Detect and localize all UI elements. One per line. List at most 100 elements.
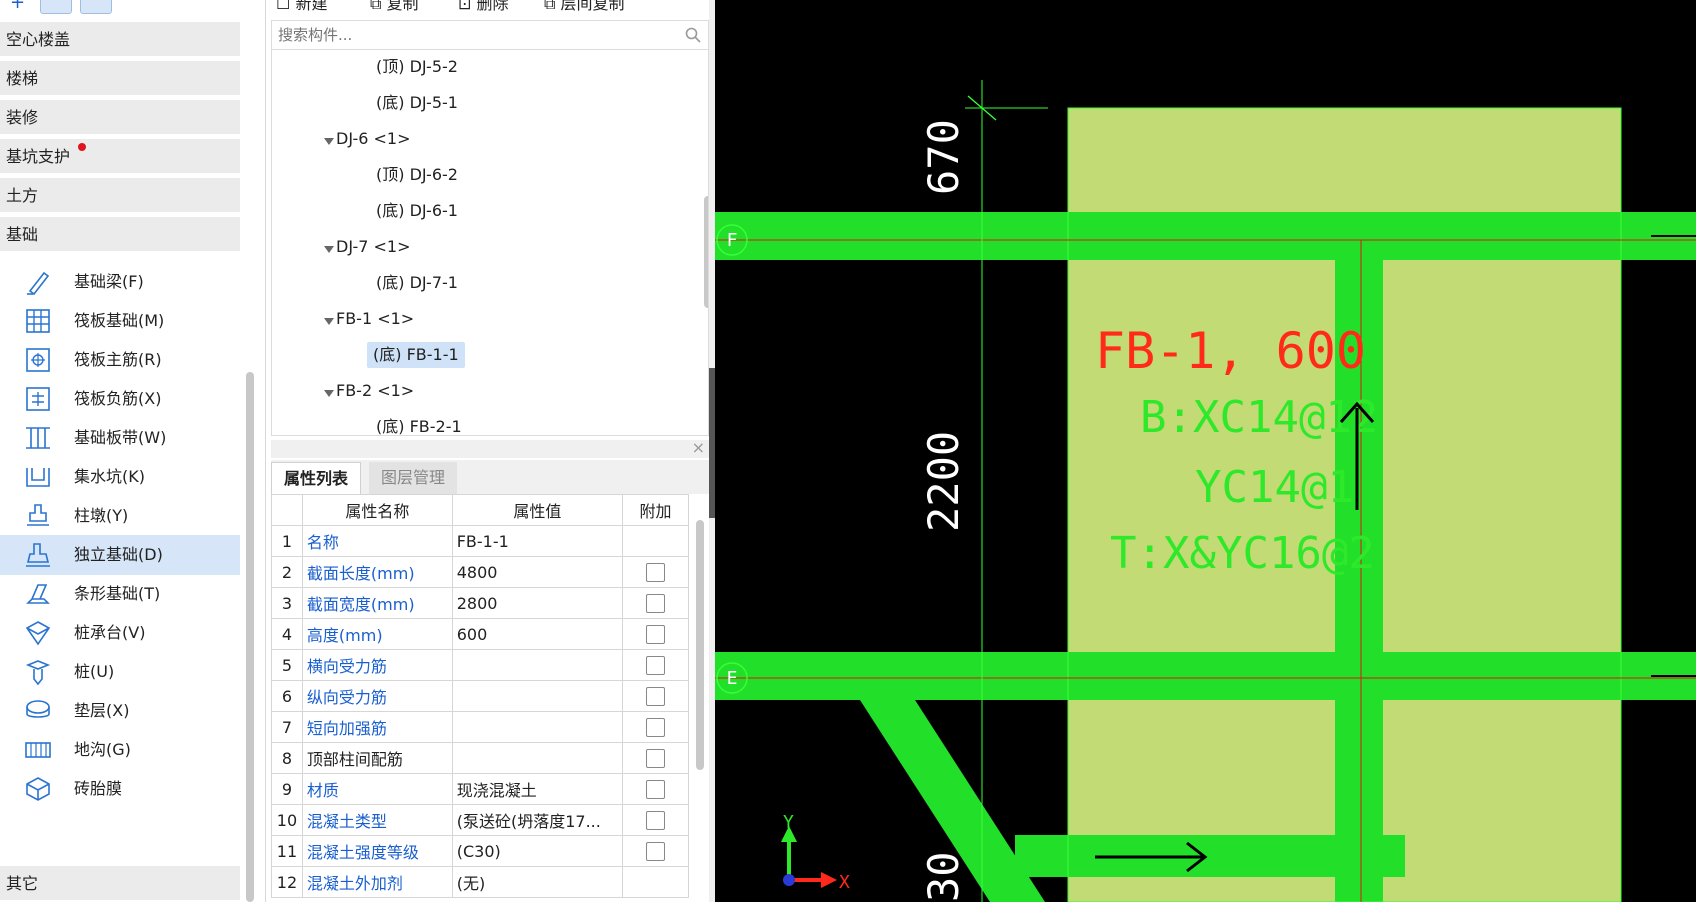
floor-copy-button[interactable]: ⧉ 层间复制 xyxy=(544,0,625,14)
nav-item-trench[interactable]: 地沟(G) xyxy=(0,730,240,770)
tree-node[interactable]: FB-2 <1> xyxy=(336,381,415,400)
nav-item-sump-pit[interactable]: 集水坑(K) xyxy=(0,457,240,497)
category-earthwork[interactable]: 土方 xyxy=(0,178,240,214)
category-stairs[interactable]: 楼梯 xyxy=(0,61,240,97)
divider-grip[interactable] xyxy=(709,368,715,518)
attach-checkbox[interactable] xyxy=(646,842,665,861)
property-value[interactable]: (泵送砼(坍落度17... xyxy=(451,804,624,836)
nav-item-pile-cap[interactable]: 桩承台(V) xyxy=(0,613,240,653)
delete-button[interactable]: ⊡ 删除 xyxy=(458,0,509,14)
nav-item-pile[interactable]: 桩(U) xyxy=(0,652,240,692)
property-value[interactable]: 2800 xyxy=(451,587,624,619)
tree-scrollbar[interactable] xyxy=(704,196,708,308)
attach-checkbox[interactable] xyxy=(646,594,665,613)
search-input[interactable] xyxy=(276,21,670,49)
property-value[interactable]: 600 xyxy=(451,618,624,650)
tab-layer-management[interactable]: 图层管理 xyxy=(369,462,458,494)
category-pit-support[interactable]: 基坑支护 xyxy=(0,139,240,175)
attach-checkbox[interactable] xyxy=(646,780,665,799)
category-decoration[interactable]: 装修 xyxy=(0,100,240,136)
category-foundation[interactable]: 基础 xyxy=(0,217,240,253)
new-button[interactable]: ☐ 新建 ˅ xyxy=(276,0,341,14)
attach-checkbox[interactable] xyxy=(646,687,665,706)
beam-axis-e[interactable] xyxy=(715,652,1696,700)
tile-view-button[interactable] xyxy=(80,0,112,14)
cad-drawing[interactable]: F E 670 2200 30 FB-1, 600 B:XC14@12 YC14… xyxy=(715,0,1696,902)
property-scrollbar[interactable] xyxy=(696,520,704,770)
list-view-button[interactable] xyxy=(40,0,72,14)
nav-item-isolated-footing[interactable]: 独立基础(D) xyxy=(0,535,240,575)
property-value[interactable] xyxy=(451,680,624,712)
category-other[interactable]: 其它 xyxy=(0,866,240,902)
expand-arrow-icon[interactable] xyxy=(324,246,334,253)
annotation-bottom-rebar: B:XC14@12 xyxy=(1140,392,1378,443)
axis-bubble-f[interactable] xyxy=(716,224,748,256)
expand-arrow-icon[interactable] xyxy=(324,390,334,397)
tab-property-list[interactable]: 属性列表 xyxy=(271,462,362,495)
close-icon[interactable]: × xyxy=(691,438,705,457)
attach-checkbox[interactable] xyxy=(646,749,665,768)
tree-node[interactable]: FB-1 <1> xyxy=(336,309,415,328)
add-icon[interactable]: + xyxy=(10,0,26,13)
tree-node[interactable]: (底) DJ-7-1 xyxy=(376,273,458,292)
attach-checkbox[interactable] xyxy=(646,625,665,644)
grid-slab-icon xyxy=(24,308,52,334)
tree-node[interactable]: DJ-6 <1> xyxy=(336,129,411,148)
tree-node[interactable]: (底) FB-2-1 xyxy=(376,417,462,436)
tree-node[interactable]: (底) DJ-6-1 xyxy=(376,201,458,220)
attach-checkbox[interactable] xyxy=(646,656,665,675)
nav-item-raft-main-rebar[interactable]: 筏板主筋(R) xyxy=(0,340,240,380)
axis-bubble-e[interactable] xyxy=(716,662,748,694)
nav-item-brick-formwork[interactable]: 砖胎膜 xyxy=(0,769,240,809)
nav-item-strip-footing[interactable]: 条形基础(T) xyxy=(0,574,240,614)
tree-node[interactable]: (底) DJ-5-1 xyxy=(376,93,458,112)
nav-item-cushion[interactable]: 垫层(X) xyxy=(0,691,240,731)
property-value[interactable]: (无) xyxy=(451,866,624,898)
nav-scrollbar[interactable] xyxy=(246,372,254,902)
drawing-canvas[interactable]: F E 670 2200 30 FB-1, 600 B:XC14@12 YC14… xyxy=(715,0,1696,902)
nav-item-foundation-strip[interactable]: 基础板带(W) xyxy=(0,418,240,458)
nav-item-raft-foundation[interactable]: 筏板基础(M) xyxy=(0,301,240,341)
beam-vertical[interactable] xyxy=(1335,212,1383,902)
row-number: 6 xyxy=(271,680,303,712)
panel-divider[interactable] xyxy=(709,0,715,902)
tree-node[interactable]: (顶) DJ-5-2 xyxy=(376,57,458,76)
nav-item-foundation-beam[interactable]: 基础梁(F) xyxy=(0,262,240,302)
property-value[interactable]: FB-1-1 xyxy=(451,525,624,557)
search-icon[interactable] xyxy=(684,26,702,44)
expand-arrow-icon[interactable] xyxy=(324,318,334,325)
tree-node-selected[interactable]: (底) FB-1-1 xyxy=(367,342,465,368)
property-value[interactable] xyxy=(451,742,624,774)
copy-button[interactable]: ⧉ 复制 xyxy=(370,0,419,14)
category-hollow-floor[interactable]: 空心楼盖 xyxy=(0,22,240,58)
property-value[interactable] xyxy=(451,711,624,743)
attach-checkbox[interactable] xyxy=(646,811,665,830)
attach-checkbox[interactable] xyxy=(646,563,665,582)
property-name: 纵向受力筋 xyxy=(301,680,453,712)
beam-diagonal[interactable] xyxy=(860,700,1045,902)
beam-axis-f[interactable] xyxy=(715,212,1696,260)
tree-node[interactable]: (顶) DJ-6-2 xyxy=(376,165,458,184)
property-value[interactable] xyxy=(451,649,624,681)
property-value[interactable]: 现浇混凝土 xyxy=(451,773,624,805)
property-value[interactable]: (C30) xyxy=(451,835,624,867)
tree-node[interactable]: DJ-7 <1> xyxy=(336,237,411,256)
nav-item-column-pier[interactable]: 柱墩(Y) xyxy=(0,496,240,536)
attach-checkbox[interactable] xyxy=(646,718,665,737)
panel-splitter[interactable]: × xyxy=(271,438,709,458)
property-value[interactable]: 4800 xyxy=(451,556,624,588)
nav-item-raft-negative-rebar[interactable]: 筏板负筋(X) xyxy=(0,379,240,419)
expand-arrow-icon[interactable] xyxy=(324,138,334,145)
